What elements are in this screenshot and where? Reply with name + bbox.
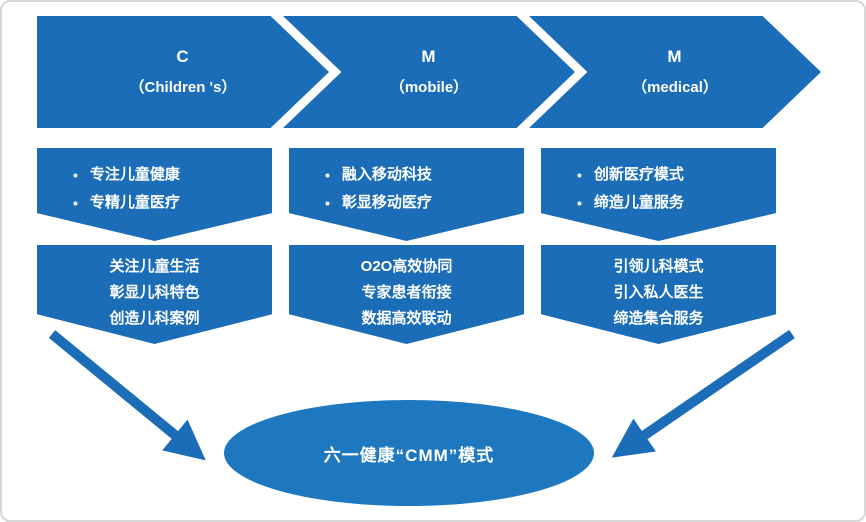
banner-mobile-details: O2O高效协同 专家患者衔接 数据高效联动: [289, 245, 524, 344]
chevron-medical-letter: M: [667, 47, 683, 66]
list-item-text: 专精儿童医疗: [89, 194, 180, 211]
chevron-mobile-letter: M: [421, 47, 437, 66]
chevron-children-sublabel: （Children 's）: [129, 79, 237, 96]
list-item-text: 融入移动科技: [341, 166, 432, 183]
list-item: • 融入移动科技: [325, 161, 518, 189]
banner-children-features: • 专注儿童健康 • 专精儿童医疗: [37, 148, 272, 241]
list-item: • 专精儿童医疗: [73, 189, 266, 217]
left-converge-arrow: [48, 330, 206, 461]
banner-medical-features: • 创新医疗模式 • 缔造儿童服务: [541, 148, 776, 241]
text-lines: O2O高效协同 专家患者衔接 数据高效联动: [289, 245, 524, 332]
text-line: 数据高效联动: [361, 310, 452, 327]
list-item: • 创新医疗模式: [577, 161, 770, 189]
bullet-dot: •: [577, 195, 582, 211]
banner-mobile-features: • 融入移动科技 • 彰显移动医疗: [289, 148, 524, 241]
list-item: • 专注儿童健康: [73, 161, 266, 189]
text-line: 关注儿童生活: [109, 258, 200, 275]
text-line: 引入私人医生: [613, 284, 704, 301]
text-line: O2O高效协同: [360, 258, 453, 275]
banner-medical-details: 引领儿科模式 引入私人医生 缔造集合服务: [541, 245, 776, 344]
text-line: 缔造集合服务: [613, 310, 704, 327]
bullet-dot: •: [73, 195, 78, 211]
text-lines: 关注儿童生活 彰显儿科特色 创造儿科案例: [37, 245, 272, 332]
list-item: • 缔造儿童服务: [577, 189, 770, 217]
banner-children-details: 关注儿童生活 彰显儿科特色 创造儿科案例: [37, 245, 272, 344]
text-line: 彰显儿科特色: [109, 284, 200, 301]
right-converge-arrow: [611, 329, 795, 458]
text-lines: 引领儿科模式 引入私人医生 缔造集合服务: [541, 245, 776, 332]
list-item-text: 创新医疗模式: [593, 166, 684, 183]
bullet-list: • 创新医疗模式 • 缔造儿童服务: [541, 148, 776, 217]
chevron-mobile-sublabel: （mobile）: [389, 79, 469, 96]
list-item: • 彰显移动医疗: [325, 189, 518, 217]
bullet-dot: •: [325, 195, 330, 211]
bullet-dot: •: [325, 167, 330, 183]
text-line: 创造儿科案例: [109, 310, 200, 327]
list-item-text: 彰显移动医疗: [341, 194, 432, 211]
text-line: 专家患者衔接: [361, 284, 452, 301]
chevron-children-letter: C: [176, 47, 190, 66]
chevron-medical-sublabel: （medical）: [632, 79, 718, 96]
bullet-list: • 融入移动科技 • 彰显移动医疗: [289, 148, 524, 217]
bullet-dot: •: [73, 167, 78, 183]
conclusion-ellipse: 六一健康“CMM”模式: [224, 400, 594, 506]
chevron-children: C （Children 's）: [37, 16, 329, 128]
list-item-text: 缔造儿童服务: [593, 194, 684, 211]
conclusion-label: 六一健康“CMM”模式: [323, 445, 495, 465]
text-line: 引领儿科模式: [613, 258, 704, 275]
list-item-text: 专注儿童健康: [89, 166, 180, 183]
bullet-dot: •: [577, 167, 582, 183]
bullet-list: • 专注儿童健康 • 专精儿童医疗: [37, 148, 272, 217]
